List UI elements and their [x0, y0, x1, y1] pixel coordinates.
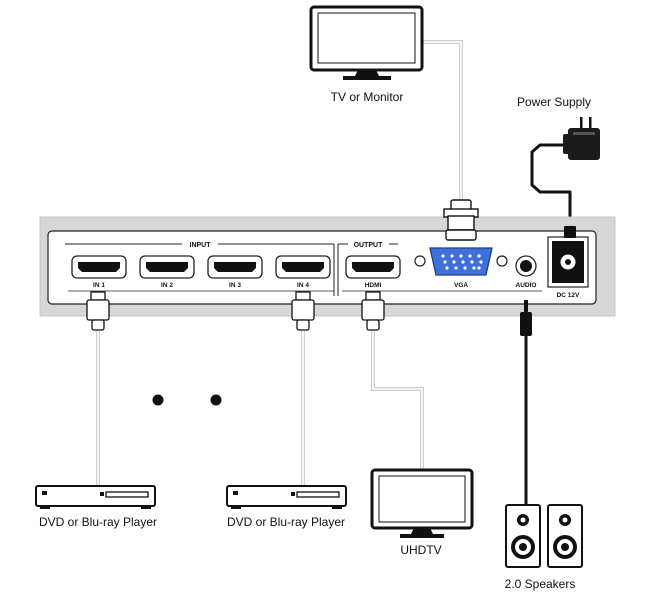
speaker-icon: [505, 504, 541, 568]
port-label-vga: VGA: [454, 282, 468, 289]
power-cable: [530, 143, 572, 232]
dvd-player-left-label: DVD or Blu-ray Player: [39, 515, 157, 529]
dvd-player-icon: [226, 485, 347, 509]
dvd-player-right: DVD or Blu-ray Player: [226, 485, 347, 529]
vga-port: [414, 247, 508, 276]
dvd-player-icon: [35, 485, 156, 509]
tv-monitor: TV or Monitor: [309, 5, 424, 104]
port-label-dc: DC 12V: [557, 292, 580, 299]
hdmi-port-in4: [275, 255, 331, 279]
switcher-chassis: INPUT OUTPUT: [39, 216, 616, 317]
vga-cable: [423, 40, 463, 202]
tv-monitor-label: TV or Monitor: [331, 90, 404, 104]
speakers-label: 2.0 Speakers: [505, 577, 576, 591]
power-plug: [564, 226, 576, 238]
port-label-hdmi: HDMI: [365, 282, 382, 289]
in4-plug: [291, 291, 315, 331]
hdmi-port-in3: [207, 255, 263, 279]
uhdtv-icon: [370, 468, 474, 538]
vga-connector-icon: [443, 199, 479, 241]
port-label-in4: IN 4: [297, 282, 309, 289]
dc-power-port: [547, 236, 589, 288]
cables: [96, 40, 572, 505]
input-group-label: INPUT: [190, 242, 212, 249]
dvd-player-right-label: DVD or Blu-ray Player: [227, 515, 345, 529]
hdmi-out-plug: [361, 291, 385, 331]
port-label-audio: AUDIO: [516, 282, 537, 289]
power-supply-label: Power Supply: [517, 95, 591, 109]
power-adapter-icon: [563, 117, 600, 160]
output-group-label: OUTPUT: [354, 242, 384, 249]
hdmi-out-cable: [371, 330, 424, 470]
audio-plug: [520, 300, 532, 336]
power-supply: Power Supply: [517, 95, 600, 160]
tv-monitor-icon: [309, 5, 424, 80]
more-inputs-dots: [152, 394, 222, 406]
hdmi-port-out: [345, 255, 401, 279]
dvd-player-left: DVD or Blu-ray Player: [35, 485, 157, 529]
audio-jack-icon: [515, 255, 537, 277]
hdmi-port-in1: [71, 255, 127, 279]
in1-plug: [86, 291, 110, 331]
speaker-icon: [547, 504, 583, 568]
hdmi-port-in2: [139, 255, 195, 279]
hdmi-connector-icon: [86, 291, 385, 331]
uhdtv: UHDTV: [370, 468, 474, 557]
port-label-in2: IN 2: [161, 282, 173, 289]
port-label-in1: IN 1: [93, 282, 105, 289]
uhdtv-label: UHDTV: [400, 543, 441, 557]
port-label-in3: IN 3: [229, 282, 241, 289]
speakers: 2.0 Speakers: [505, 504, 583, 591]
